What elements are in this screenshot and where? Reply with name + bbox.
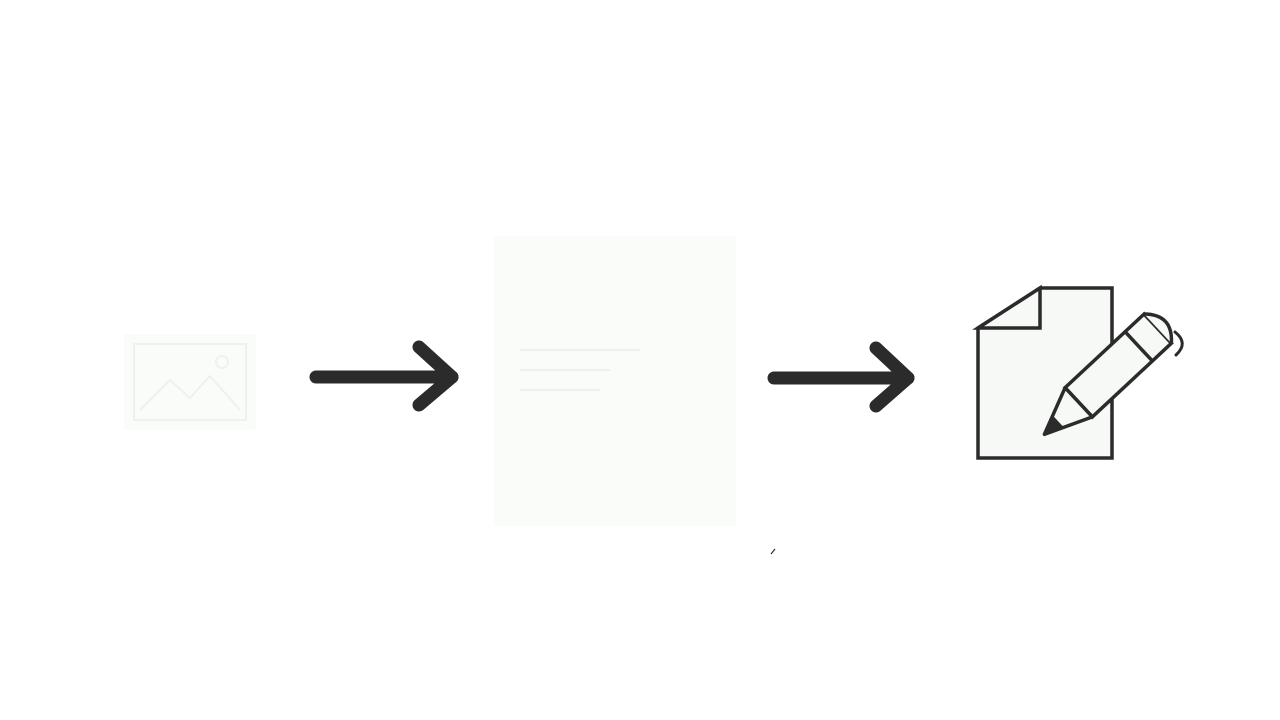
motion-mark xyxy=(1173,330,1184,357)
image-icon xyxy=(124,334,256,430)
arrow-right-icon xyxy=(309,340,459,412)
arrow-right-icon xyxy=(767,341,915,413)
document-edit-icon xyxy=(972,284,1184,460)
stray-mark xyxy=(770,548,776,555)
pencil-icon xyxy=(1042,311,1174,437)
document-text-icon xyxy=(494,236,736,526)
